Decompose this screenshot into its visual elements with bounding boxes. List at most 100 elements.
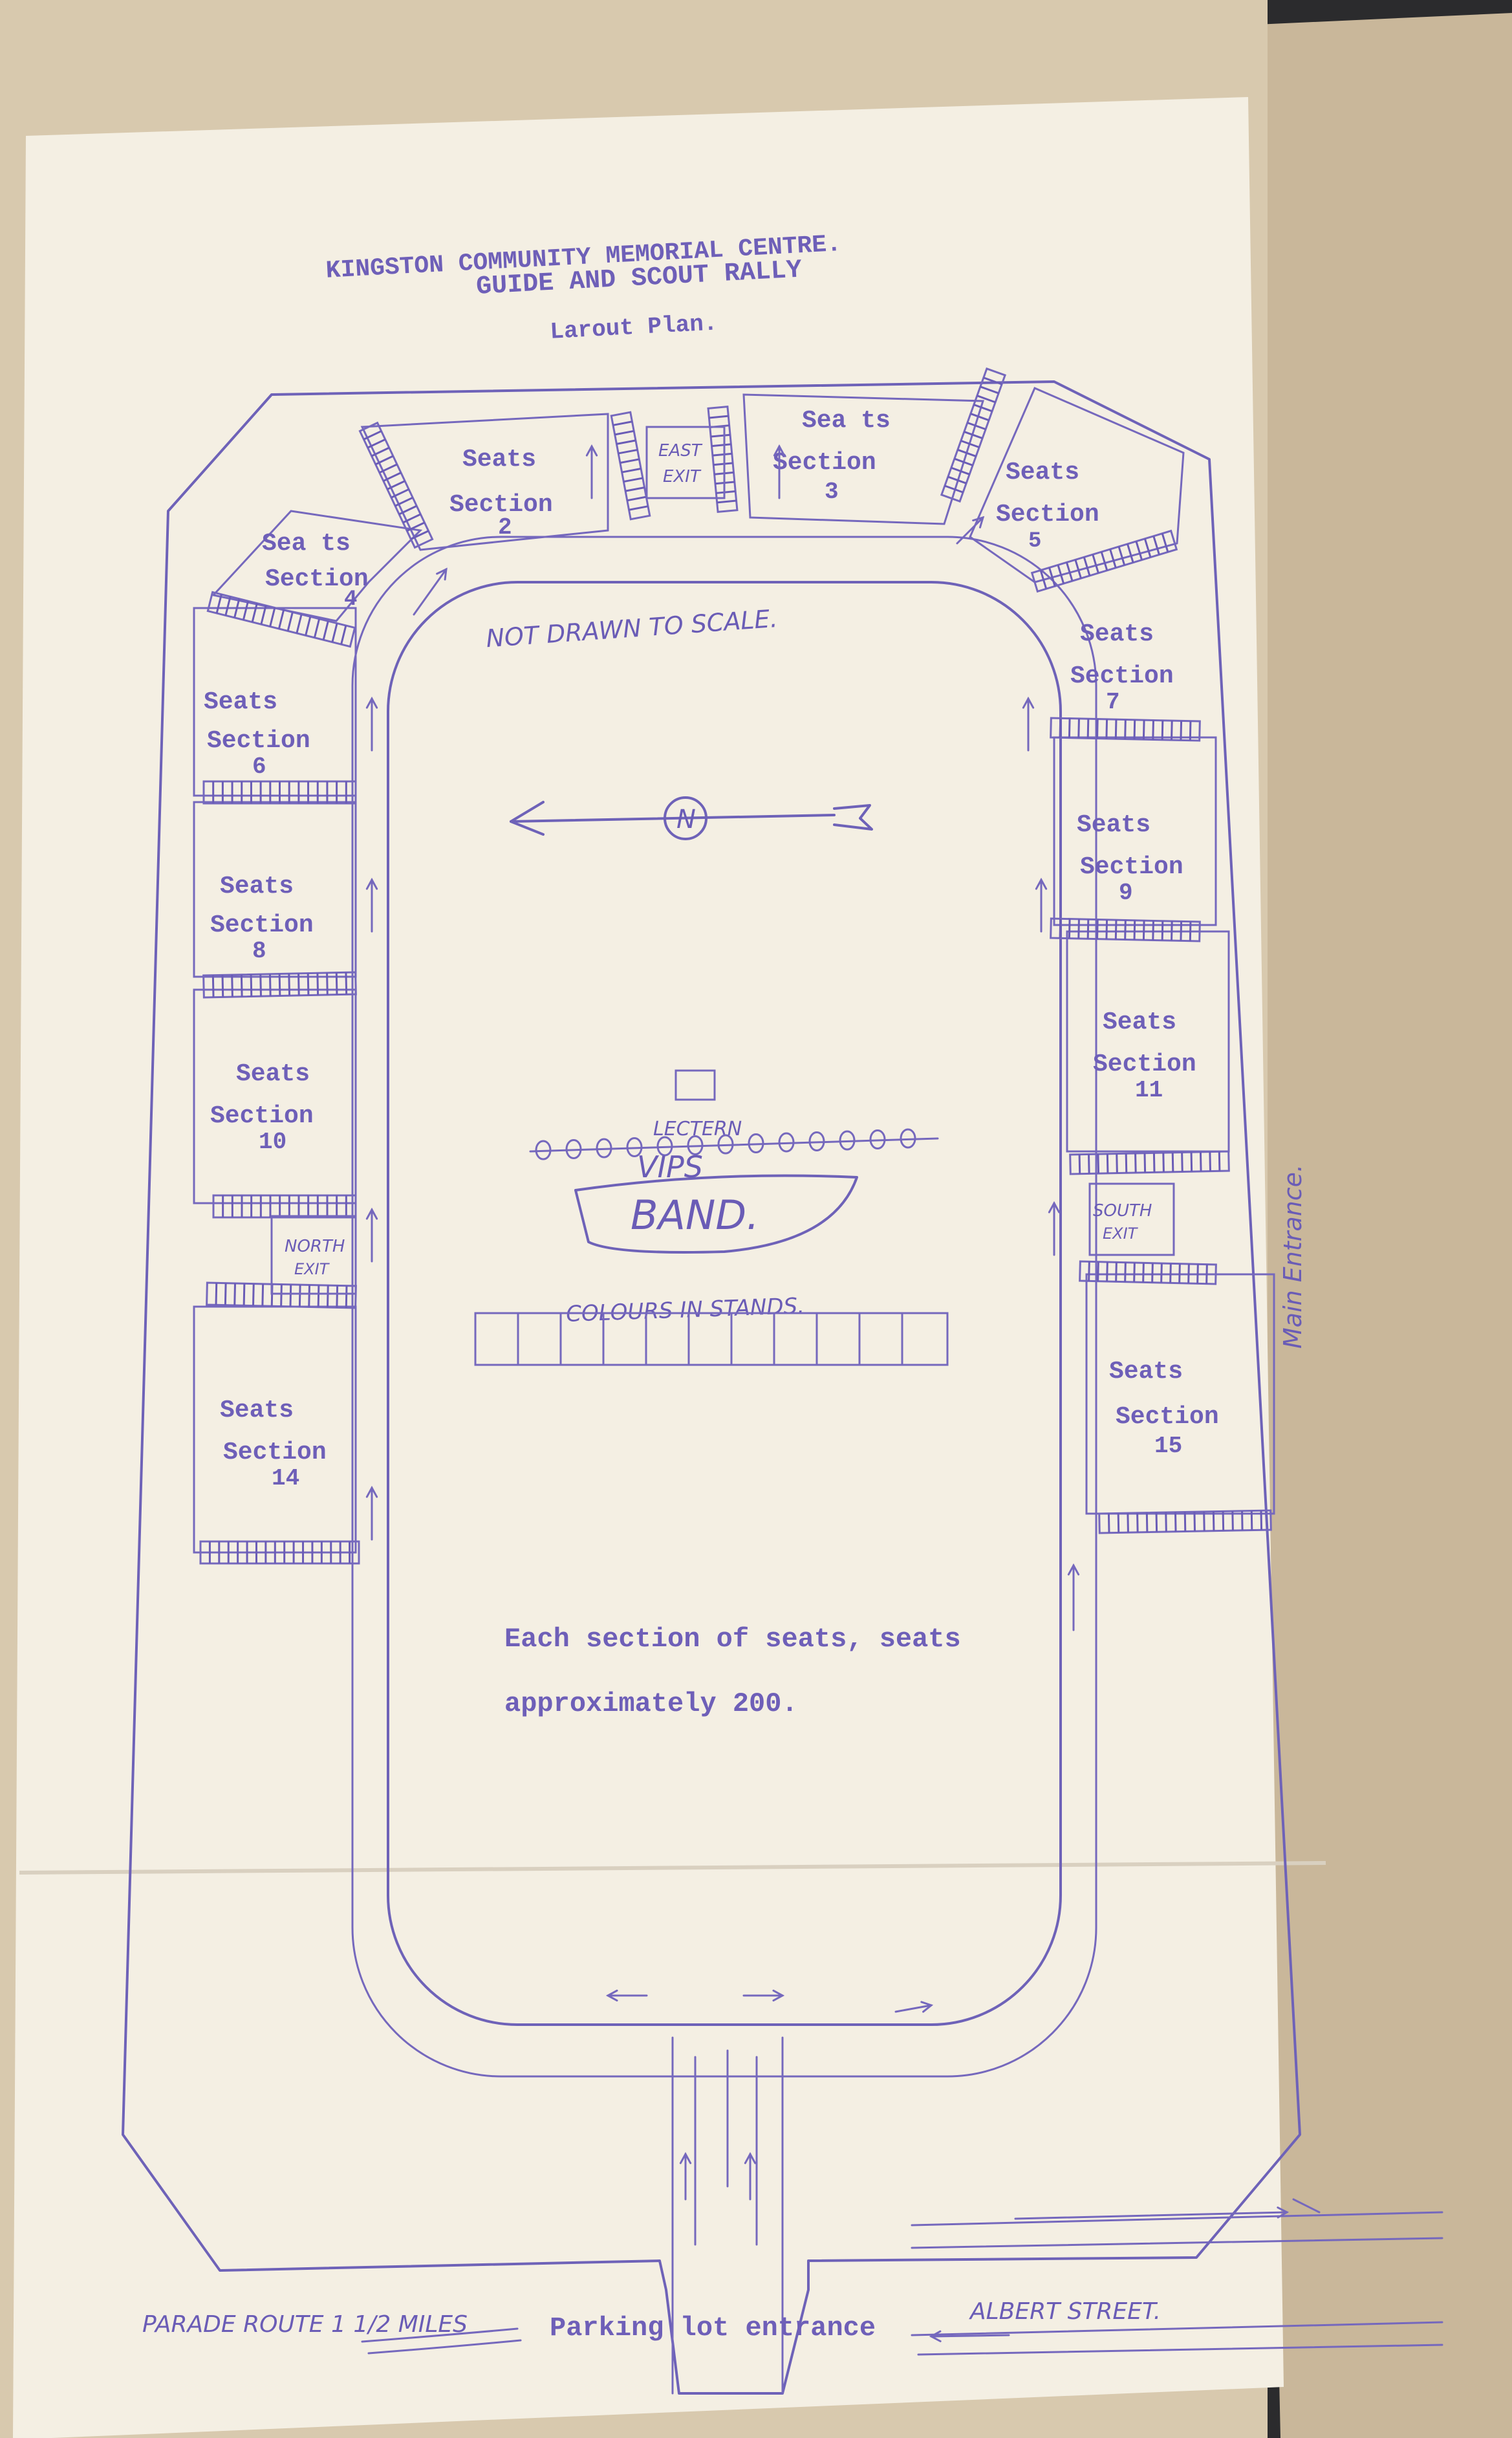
- svg-text:7: 7: [1106, 689, 1120, 715]
- vip-chairs: [535, 1128, 916, 1160]
- flow-arrow: [365, 696, 378, 752]
- svg-text:Seats: Seats: [462, 446, 536, 473]
- flow-arrow: [365, 877, 378, 933]
- parade-route-label: PARADE ROUTE 1 1/2 MILES: [142, 2311, 468, 2338]
- flow-arrow: [1067, 1563, 1080, 1631]
- svg-text:Sea ts: Sea ts: [262, 530, 351, 558]
- section-4-box: [211, 510, 423, 622]
- flow-arrow: [1035, 877, 1048, 933]
- svg-text:4: 4: [344, 587, 357, 612]
- section-15-label: Seats Section 15: [1109, 1358, 1219, 1459]
- svg-text:Seats: Seats: [1103, 1008, 1176, 1036]
- parking-entrance-label: Parking lot entrance: [550, 2313, 876, 2344]
- svg-text:Section: Section: [210, 911, 314, 939]
- svg-text:Section: Section: [210, 1102, 314, 1130]
- rink-boards: [387, 581, 1062, 2026]
- flow-arrow: [1048, 1201, 1061, 1256]
- svg-text:Section: Section: [996, 501, 1099, 528]
- svg-text:Seats: Seats: [220, 1397, 294, 1424]
- svg-text:Seats: Seats: [220, 873, 294, 900]
- svg-text:Section: Section: [1093, 1050, 1196, 1078]
- seat-row: [202, 971, 357, 999]
- compass-feather: [833, 804, 873, 831]
- seat-row: [1079, 1260, 1217, 1285]
- svg-text:6: 6: [252, 754, 266, 780]
- svg-text:15: 15: [1154, 1433, 1182, 1459]
- paper-fold: [19, 1861, 1326, 1875]
- vip-chair: [869, 1129, 886, 1149]
- seat-rows: [199, 367, 1272, 1565]
- vip-chair: [900, 1128, 916, 1149]
- svg-text:Seats: Seats: [1077, 811, 1150, 839]
- section-8-label: Seats Section 8: [210, 873, 314, 964]
- vip-chair: [656, 1136, 673, 1157]
- section-2-label: Seats Section 2: [449, 446, 553, 541]
- flow-arrow: [894, 2001, 934, 2013]
- flow-arrow: [365, 1485, 378, 1541]
- svg-text:14: 14: [272, 1465, 299, 1492]
- seat-row: [1050, 917, 1201, 942]
- svg-text:Seats: Seats: [1006, 459, 1079, 486]
- flow-arrows: [365, 444, 1290, 2342]
- svg-text:Seats: Seats: [1109, 1358, 1183, 1386]
- svg-text:10: 10: [259, 1129, 286, 1155]
- flow-arrow: [365, 1207, 378, 1263]
- seat-row: [1098, 1509, 1272, 1534]
- vip-chair: [808, 1131, 825, 1151]
- flow-arrow: [742, 1989, 785, 2002]
- section-6-label: Seats Section 6: [204, 688, 310, 780]
- paper-sheet: [13, 97, 1284, 2438]
- main-entrance-label: Main Entrance.: [1279, 1164, 1307, 1349]
- svg-text:2: 2: [498, 514, 512, 541]
- vip-chair: [778, 1132, 795, 1153]
- svg-text:EAST: EAST: [658, 441, 703, 461]
- band-stand: [574, 1174, 858, 1254]
- section-8-box: [193, 801, 357, 978]
- south-exit: SOUTH EXIT: [1088, 1182, 1175, 1256]
- svg-text:EXIT: EXIT: [294, 1260, 330, 1278]
- vip-chair: [626, 1137, 643, 1157]
- flow-arrow: [956, 516, 985, 545]
- exits: EAST EXIT NORTH EXIT SOUTH EXIT: [270, 426, 1175, 1295]
- vip-chair: [717, 1134, 734, 1155]
- vip-chair: [596, 1138, 612, 1159]
- section-5-box: [969, 387, 1185, 583]
- north-exit: NORTH EXIT: [270, 1215, 357, 1295]
- svg-text:Section: Section: [449, 491, 553, 519]
- seat-row: [1050, 717, 1201, 742]
- parade-underline: [361, 2327, 522, 2355]
- lectern-box: [675, 1069, 716, 1101]
- svg-text:Seats: Seats: [1080, 620, 1154, 648]
- albert-street-label: ALBERT STREET.: [969, 2298, 1161, 2325]
- svg-text:Section: Section: [207, 727, 310, 755]
- section-4-label: Sea ts Section 4: [262, 530, 369, 612]
- svg-text:3: 3: [825, 479, 839, 505]
- section-9-label: Seats Section 9: [1077, 811, 1183, 906]
- seat-row: [206, 591, 356, 648]
- svg-text:9: 9: [1119, 880, 1133, 906]
- section-10-box: [193, 988, 357, 1204]
- flow-arrow: [929, 2330, 1010, 2342]
- svg-text:8: 8: [252, 938, 266, 964]
- svg-text:EXIT: EXIT: [1103, 1224, 1139, 1243]
- section-14-label: Seats Section 14: [220, 1397, 327, 1492]
- vip-chair: [565, 1139, 582, 1159]
- bottom-labels: PARADE ROUTE 1 1/2 MILES Parking lot ent…: [142, 2298, 1161, 2355]
- seat-note-line-2: approximately 200.: [504, 1688, 798, 1719]
- flow-arrow: [679, 2151, 692, 2201]
- section-7-label: Seats Section 7: [1070, 620, 1174, 715]
- svg-text:Sea ts: Sea ts: [802, 407, 891, 435]
- flow-arrow: [1022, 696, 1035, 752]
- stage-area: LECTERN VIPS BAND. COLOURS IN STANDS.: [474, 1069, 949, 1366]
- seat-row: [212, 1194, 357, 1219]
- svg-text:EXIT: EXIT: [663, 467, 702, 486]
- vip-chair: [839, 1130, 856, 1151]
- compass-letter: N: [676, 805, 696, 834]
- svg-text:Section: Section: [1116, 1403, 1219, 1431]
- seat-row: [202, 780, 357, 805]
- compass-circle: [664, 796, 707, 840]
- section-5-label: Seats Section 5: [996, 459, 1099, 554]
- svg-text:11: 11: [1135, 1077, 1163, 1104]
- svg-text:5: 5: [1028, 529, 1041, 554]
- svg-text:Section: Section: [773, 449, 876, 477]
